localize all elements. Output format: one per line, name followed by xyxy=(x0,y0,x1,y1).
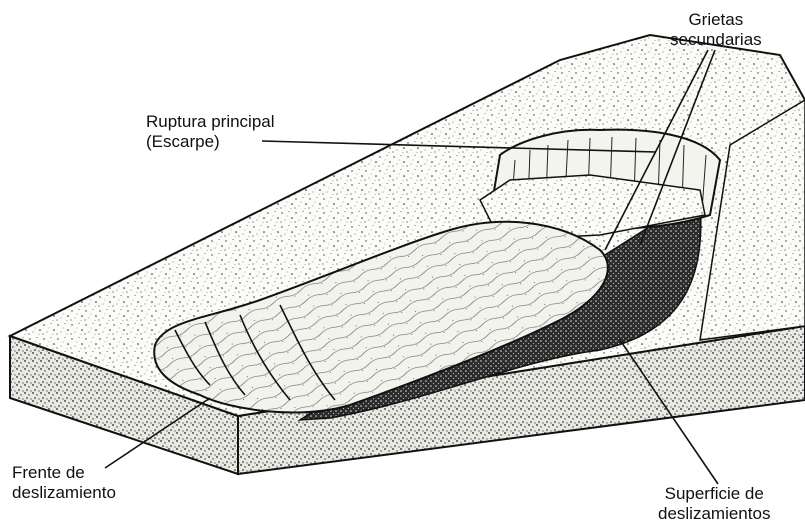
label-superficie-line2: deslizamientos xyxy=(658,504,770,524)
label-ruptura-line1: Ruptura principal xyxy=(146,112,275,132)
label-frente-deslizamiento: Frente de deslizamiento xyxy=(12,463,116,503)
label-grietas-secundarias: Grietas secundarias xyxy=(670,10,762,50)
label-frente-line2: deslizamiento xyxy=(12,483,116,503)
label-ruptura-line2: (Escarpe) xyxy=(146,132,275,152)
label-ruptura-principal: Ruptura principal (Escarpe) xyxy=(146,112,275,152)
label-frente-line1: Frente de xyxy=(12,463,116,483)
label-grietas-line1: Grietas xyxy=(670,10,762,30)
label-superficie-line1: Superficie de xyxy=(658,484,770,504)
label-superficie-deslizamientos: Superficie de deslizamientos xyxy=(658,484,770,524)
label-grietas-line2: secundarias xyxy=(670,30,762,50)
